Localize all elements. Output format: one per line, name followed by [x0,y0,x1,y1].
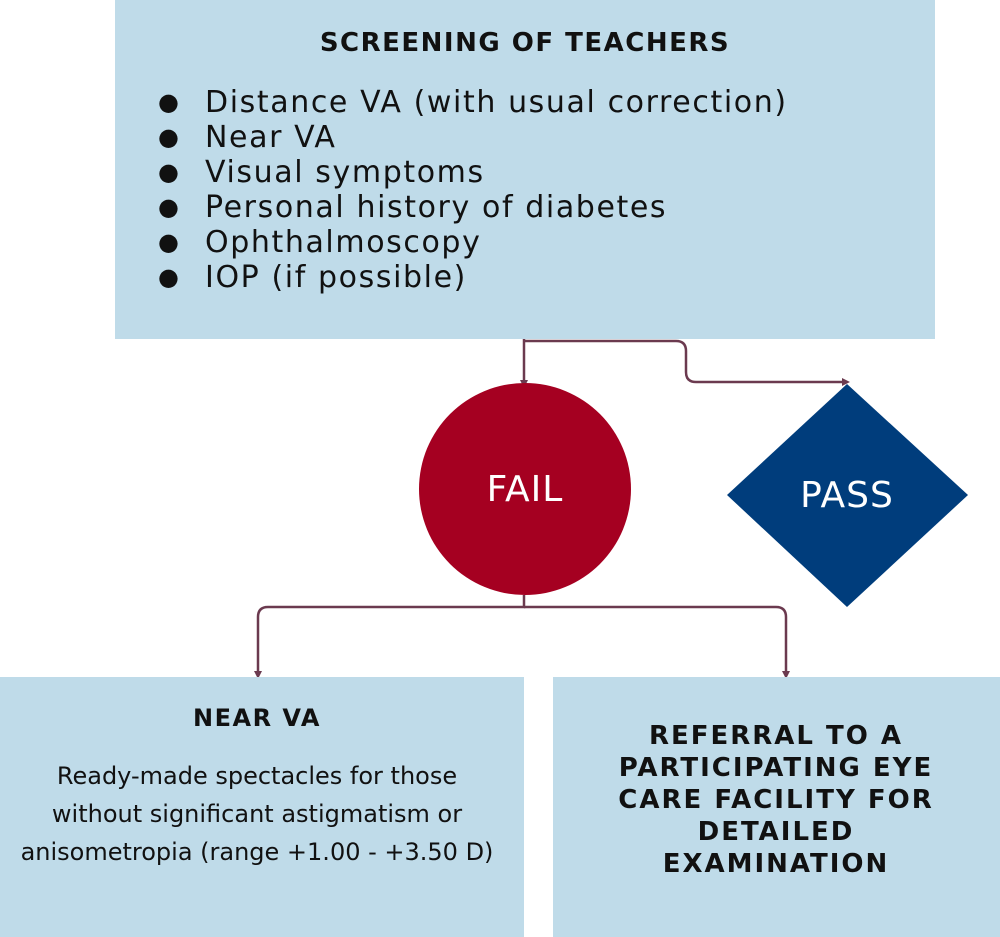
near-va-line: without significant astigmatism or [51,800,463,828]
near-va-line: anisometropia (range +1.00 - +3.50 D) [20,838,494,866]
fail-circle [419,383,631,595]
near-va-box: NEAR VA Ready-made spectacles for those … [0,677,524,937]
criteria-item: ●Ophthalmoscopy [158,225,482,260]
near-va-line: Ready-made spectacles for those [56,762,458,790]
fail-label: FAIL [486,469,564,510]
screening-criteria-list: ●Distance VA (with usual correction) ●Ne… [158,85,788,295]
referral-line: REFERRAL TO A [648,721,904,751]
criteria-item: ●Near VA [158,120,337,155]
referral-line: CARE FACILITY FOR [618,785,934,815]
referral-box: REFERRAL TO A PARTICIPATING EYE CARE FAC… [553,677,1000,937]
bullet-icon: ● [158,158,181,186]
pass-label: PASS [800,475,894,516]
referral-line: PARTICIPATING EYE [618,753,934,783]
bullet-icon: ● [158,263,181,291]
bullet-icon: ● [158,228,181,256]
bullet-icon: ● [158,88,181,116]
pass-diamond [727,384,968,607]
near-va-description: Ready-made spectacles for those without … [0,757,524,871]
criteria-item: ●IOP (if possible) [158,260,467,295]
criteria-item: ●Visual symptoms [158,155,485,190]
referral-title: REFERRAL TO A PARTICIPATING EYE CARE FAC… [553,720,999,880]
screening-title: SCREENING OF TEACHERS [319,28,731,58]
criteria-item: ●Personal history of diabetes [158,190,668,225]
referral-line: EXAMINATION [662,849,890,879]
bullet-icon: ● [158,193,181,221]
arrow-to-referral [524,605,790,679]
arrow-to-pass [524,339,850,386]
bullet-icon: ● [158,123,181,151]
arrow-to-near-va [254,595,526,679]
near-va-title: NEAR VA [193,704,321,732]
referral-line: DETAILED [697,817,855,847]
criteria-item: ●Distance VA (with usual correction) [158,85,788,120]
screening-box: SCREENING OF TEACHERS ●Distance VA (with… [115,0,935,339]
